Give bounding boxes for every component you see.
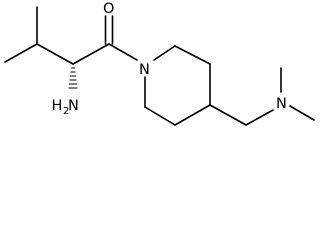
bond-c4-to-ch2: [209, 104, 247, 126]
bond-ring-n-to-c2: [153, 45, 176, 61]
atom-label-piperidine-n: N: [139, 62, 150, 78]
bond-methyl-left-to-ch: [4, 43, 38, 63]
atom-label-dimethylamino-n: N: [276, 96, 287, 112]
bond-ch-to-alpha-carbon: [36, 43, 74, 65]
chemical-structure: O N H 2 N N: [4, 1, 315, 126]
bond-ring-c2-to-c3: [174, 45, 211, 65]
atom-label-amine-h: H: [52, 98, 63, 114]
bond-ch2-to-nme2: [245, 109, 274, 126]
hashed-wedge-bond: [68, 67, 78, 89]
atom-label-amine-subscript: 2: [63, 106, 69, 117]
bond-carbonyl-to-ring-n: [108, 43, 138, 61]
atom-label-oxygen: O: [103, 1, 114, 17]
atom-label-amine-n: N: [68, 98, 79, 114]
bond-nme2-methyl-right: [289, 105, 315, 121]
bond-ring-c5-to-c6: [144, 106, 176, 126]
bond-ring-c4-to-c5: [174, 104, 211, 126]
bond-alpha-to-carbonyl: [72, 43, 110, 65]
